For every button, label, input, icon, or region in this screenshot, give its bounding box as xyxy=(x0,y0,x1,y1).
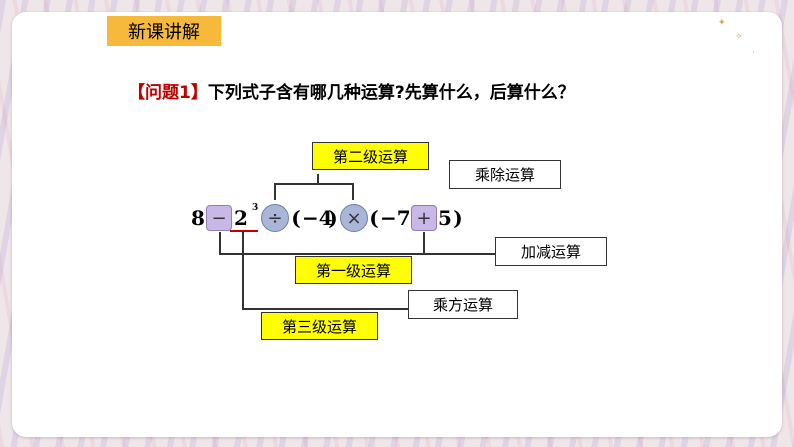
expr-neg-seven: −7 xyxy=(380,206,411,230)
second-level-label: 第二级运算 xyxy=(312,142,429,170)
expr-two: 2 xyxy=(234,206,248,230)
expr-lparen-1: ( xyxy=(291,206,301,230)
first-level-label: 第一级运算 xyxy=(295,256,412,284)
connector-line xyxy=(242,232,244,310)
question-text: 下列式子含有哪几种运算?先算什么，后算什么？ xyxy=(207,83,575,103)
sparkle-decoration: ✦ xyxy=(718,18,726,28)
add-sub-label: 加减运算 xyxy=(495,237,607,266)
expr-rparen-2: ) xyxy=(453,206,463,230)
connector-line xyxy=(352,183,354,200)
question-label: 【问题1】 xyxy=(128,83,208,103)
mul-div-label: 乘除运算 xyxy=(449,160,561,189)
connector-line xyxy=(317,174,319,184)
sparkle-decoration: ✧ xyxy=(735,32,743,42)
plus-operator: + xyxy=(411,205,437,231)
connector-line xyxy=(219,232,221,254)
question-1: 【问题1】下列式子含有哪几种运算?先算什么，后算什么？ xyxy=(128,78,575,103)
connector-line xyxy=(274,183,354,185)
connector-line xyxy=(274,183,276,200)
section-tag: 新课讲解 xyxy=(107,16,221,46)
expr-eight: 8 xyxy=(191,206,205,230)
divide-operator: ÷ xyxy=(261,204,289,232)
third-level-label: 第三级运算 xyxy=(261,312,378,340)
times-operator: × xyxy=(340,204,368,232)
expr-lparen-2: ( xyxy=(369,206,379,230)
power-underline xyxy=(230,230,258,232)
slide xyxy=(12,12,782,437)
connector-line xyxy=(219,253,495,255)
expr-neg-four: −4 xyxy=(302,206,333,230)
expr-five: 5 xyxy=(438,206,452,230)
connector-line xyxy=(423,232,425,254)
minus-operator: − xyxy=(206,205,232,231)
sparkle-decoration: · xyxy=(752,48,755,58)
power-label: 乘方运算 xyxy=(408,290,518,319)
connector-line xyxy=(242,308,410,310)
expr-exponent: 3 xyxy=(252,203,259,213)
expr-rparen-1: ) xyxy=(328,206,338,230)
